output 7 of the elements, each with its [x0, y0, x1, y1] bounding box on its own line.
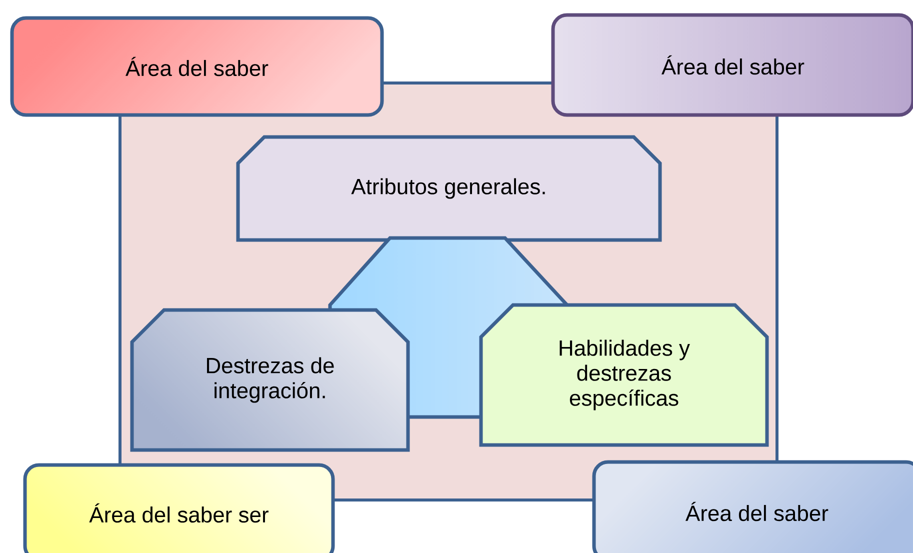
rounded-box: Área del saber [10, 16, 384, 117]
rounded-box: Área del saber [592, 460, 913, 553]
snipped-corner-box: Habilidades y destrezas específicas [479, 303, 769, 447]
rounded-box: Área del saber ser [23, 463, 335, 553]
snipped-corner-box: Destrezas de integración. [130, 308, 410, 452]
snipped-corner-box: Atributos generales. [236, 135, 662, 242]
rounded-box: Área del saber [551, 13, 913, 117]
